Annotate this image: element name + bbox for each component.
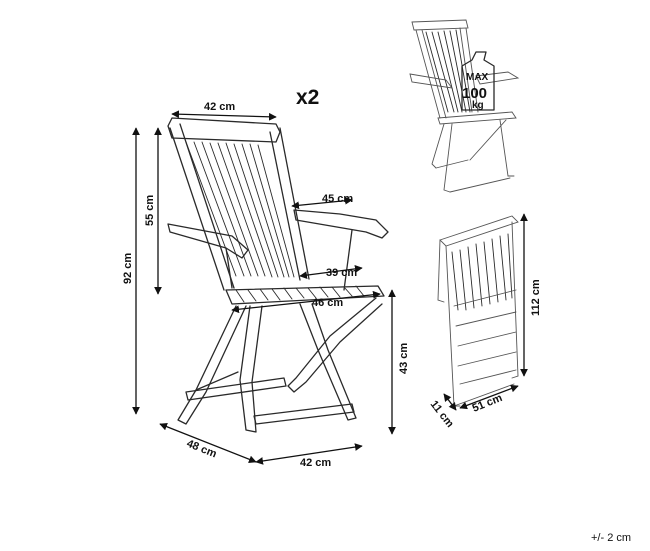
quantity-label: x2 [296, 86, 319, 109]
tolerance-note: +/- 2 cm [591, 532, 631, 544]
dim-seat-width: 46 cm [312, 297, 343, 309]
dim-seat-height: 43 cm [398, 343, 410, 374]
load-badge-unit: kg [472, 100, 484, 111]
main-dimension-lines [132, 110, 396, 465]
load-badge-value: 100 [462, 85, 487, 102]
dim-folded-depth: 51 cm [471, 392, 505, 415]
main-chair-illustration [167, 117, 389, 433]
dim-armrest-depth: 45 cm [322, 193, 353, 205]
folded-dimension-lines [443, 213, 528, 411]
folded-chair-illustration [437, 215, 519, 407]
load-chair-illustration: MAX 100 kg [409, 19, 520, 193]
dim-seat-depth: 39 cm [326, 267, 357, 279]
dim-folded-thickness: 11 cm [428, 398, 456, 430]
dim-backrest-width: 42 cm [204, 101, 235, 113]
dim-folded-height: 112 cm [530, 279, 542, 316]
load-badge-max: MAX [466, 72, 489, 83]
dim-total-height: 92 cm [122, 253, 134, 284]
dim-backrest-height: 55 cm [144, 195, 156, 226]
dim-base-width: 42 cm [300, 457, 331, 469]
